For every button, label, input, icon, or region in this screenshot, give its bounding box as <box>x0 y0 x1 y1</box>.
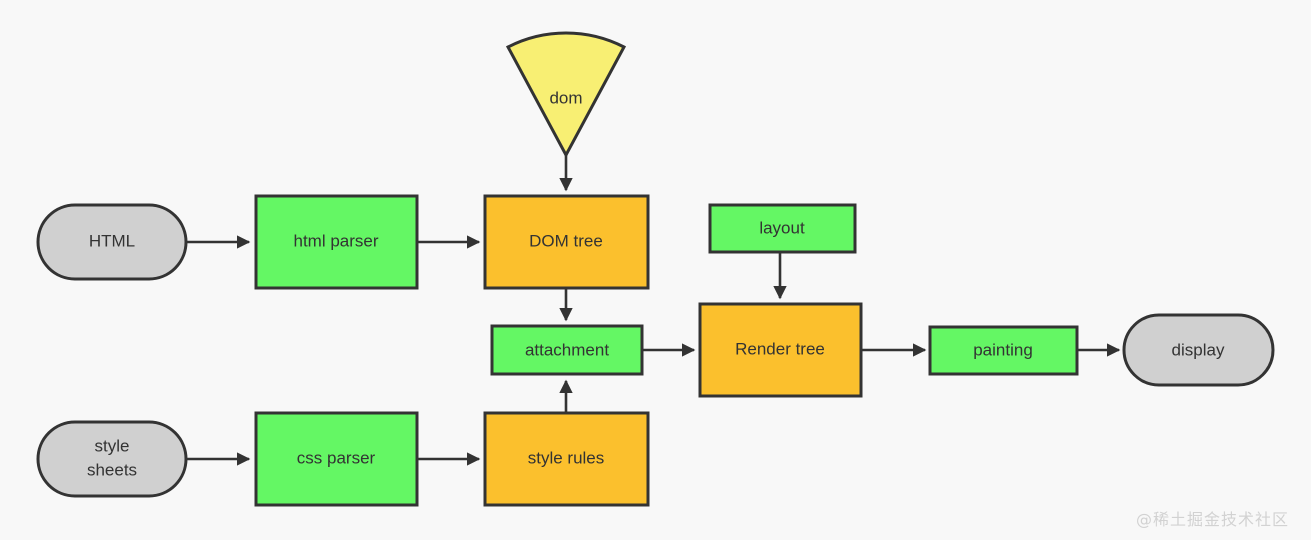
html-parser-rect-shape[interactable] <box>254 194 419 290</box>
dom-wedge-shape[interactable] <box>505 31 627 159</box>
node-painting[interactable]: painting <box>928 325 1079 376</box>
node-layout[interactable]: layout <box>708 203 857 254</box>
attachment-rect-shape[interactable] <box>490 324 644 376</box>
edge-layer <box>186 152 1121 466</box>
style-sheets-stadium-shape[interactable] <box>36 420 188 498</box>
node-style-rules[interactable]: style rules <box>483 411 650 507</box>
render-tree-rect-shape[interactable] <box>698 302 863 398</box>
watermark-text: @稀土掘金技术社区 <box>1135 510 1289 529</box>
css-parser-rect-shape[interactable] <box>254 411 419 507</box>
node-html-parser[interactable]: html parser <box>254 194 419 290</box>
node-style-sheets[interactable]: style sheets <box>36 420 188 498</box>
node-css-parser[interactable]: css parser <box>254 411 419 507</box>
node-attachment[interactable]: attachment <box>490 324 644 376</box>
html-stadium-shape[interactable] <box>36 203 188 281</box>
dom-tree-rect-shape[interactable] <box>483 194 650 290</box>
node-dom[interactable]: dom <box>505 31 627 159</box>
node-dom-tree[interactable]: DOM tree <box>483 194 650 290</box>
node-display[interactable]: display <box>1122 313 1275 387</box>
painting-rect-shape[interactable] <box>928 325 1079 376</box>
display-stadium-shape[interactable] <box>1122 313 1275 387</box>
node-html[interactable]: HTML <box>36 203 188 281</box>
style-rules-rect-shape[interactable] <box>483 411 650 507</box>
node-render-tree[interactable]: Render tree <box>698 302 863 398</box>
layout-rect-shape[interactable] <box>708 203 857 254</box>
